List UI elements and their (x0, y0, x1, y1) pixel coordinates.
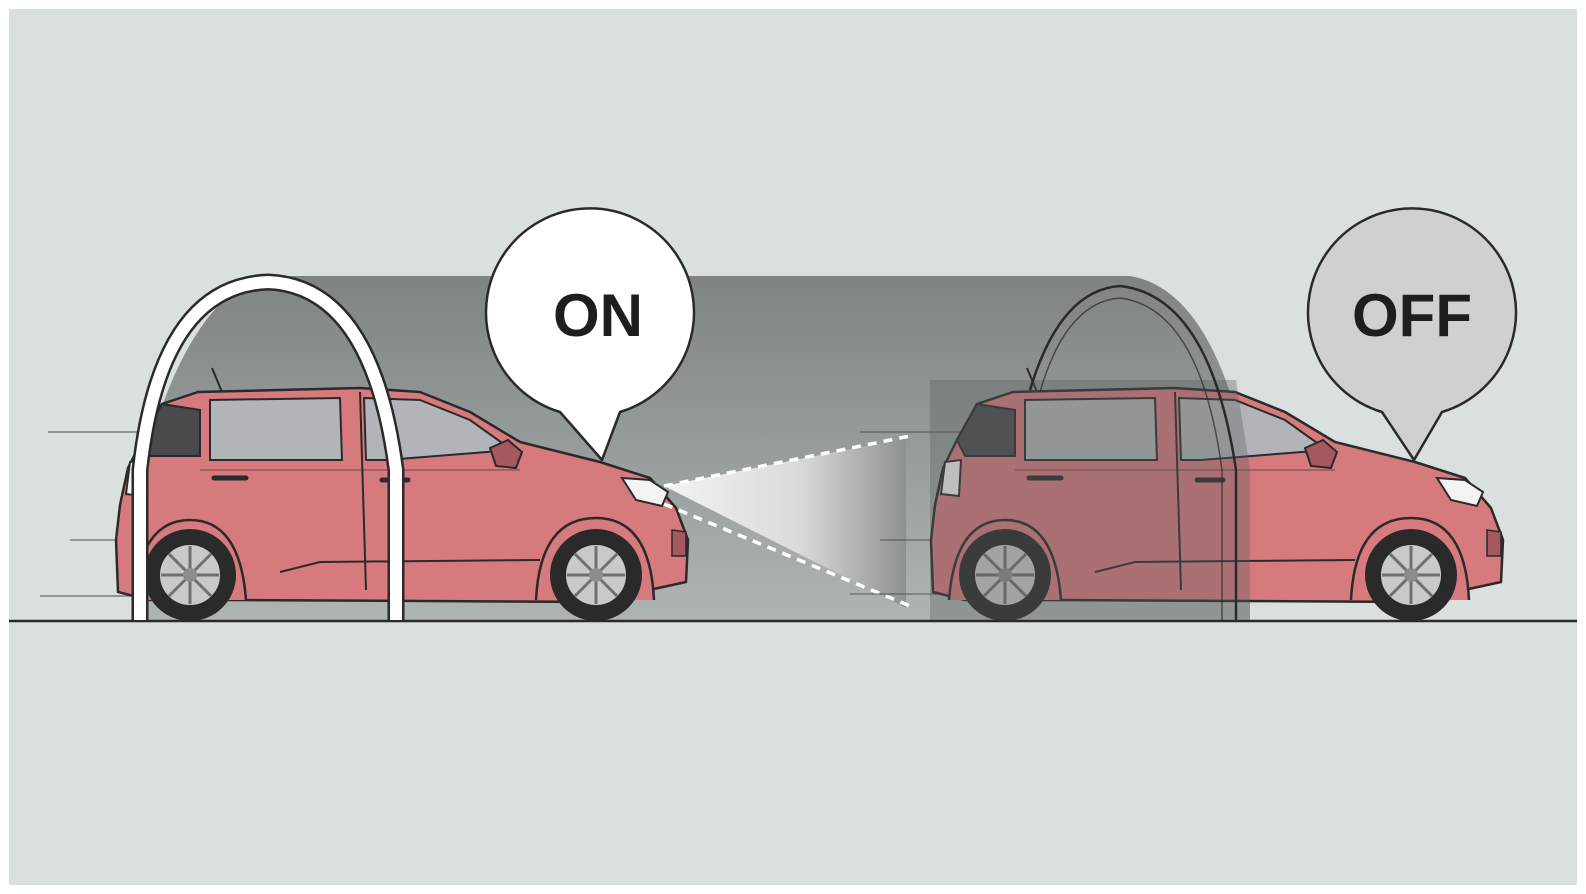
speech-bubble-off: OFF (1306, 207, 1518, 462)
light-beam-icon (663, 434, 911, 608)
bubble-label-off: OFF (1352, 282, 1472, 349)
tunnel-entrance-arch (131, 273, 405, 620)
tunnel-shadow-overlay (930, 380, 1250, 620)
tunnel-exit-arch (1028, 284, 1238, 620)
bubble-label-on: ON (553, 282, 643, 349)
speech-bubble-on: ON (484, 207, 696, 462)
